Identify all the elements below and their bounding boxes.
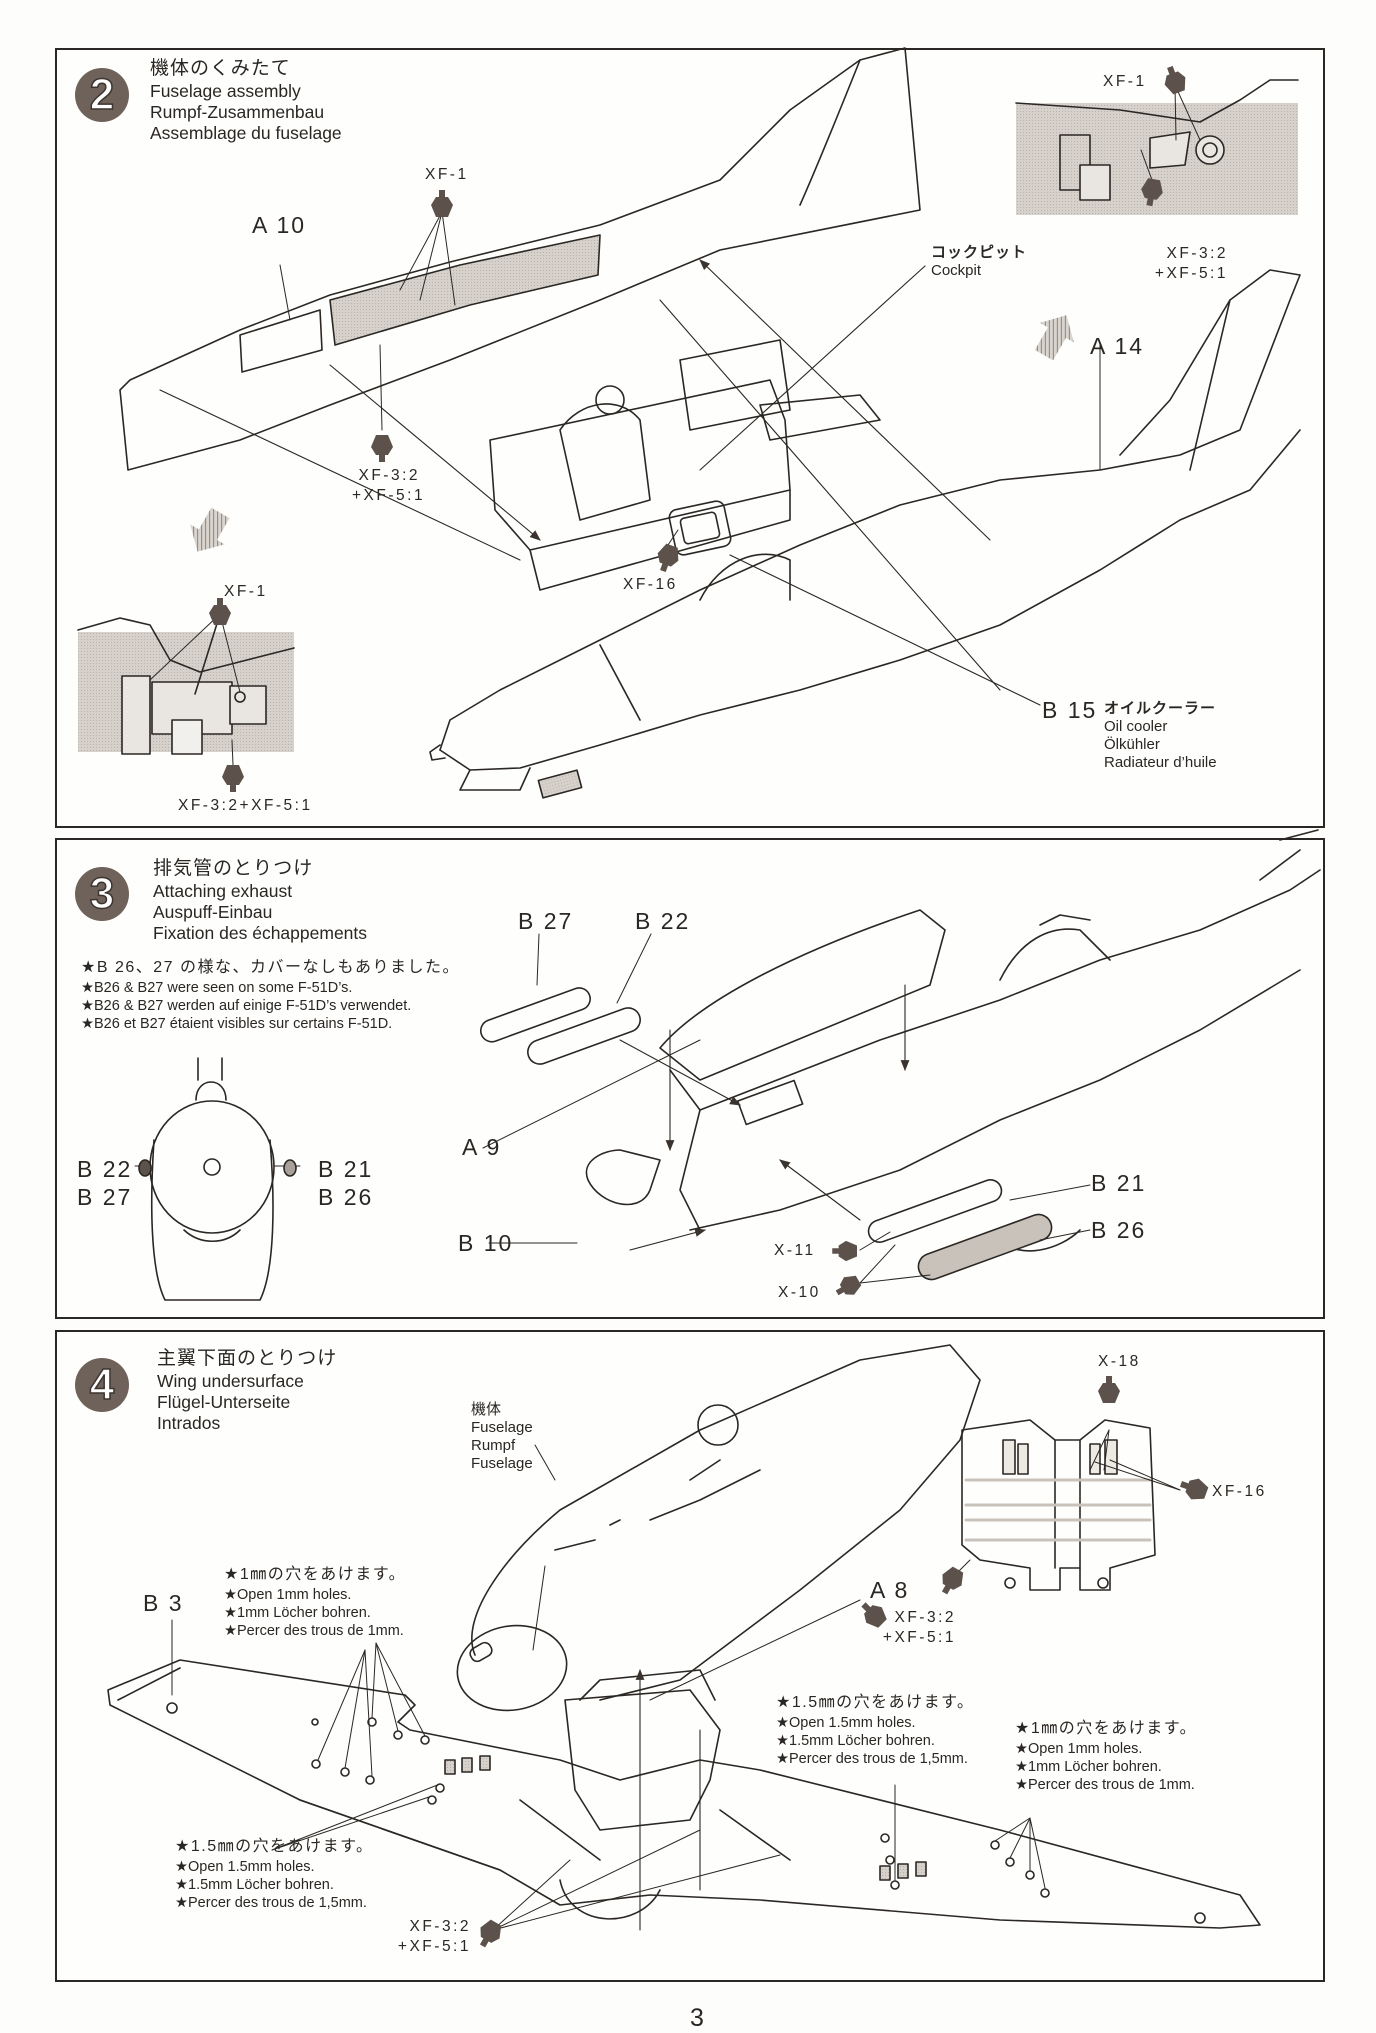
step-3-title-jp: 排気管のとりつけ — [153, 858, 314, 879]
hole-note-jp: ★1.5㎜の穴をあけます。 — [175, 1838, 374, 1855]
oil-cooler-label-fr: Radiateur d’huile — [1104, 754, 1217, 771]
inset-paint-callout-xf1: XF-1 — [1103, 73, 1147, 90]
step-2-title: 機体のくみたて Fuselage assembly Rumpf-Zusammen… — [150, 58, 342, 144]
step-3-title: 排気管のとりつけ Attaching exhaust Auspuff-Einba… — [153, 858, 367, 944]
hole-note-de: ★1.5mm Löcher bohren. — [776, 1733, 935, 1749]
cockpit-label-jp: コックピット — [931, 244, 1028, 261]
part-label-a8: A 8 — [870, 1577, 910, 1603]
hole-note-fr: ★Percer des trous de 1,5mm. — [776, 1751, 968, 1767]
hole-note-de: ★1mm Löcher bohren. — [1015, 1759, 1162, 1775]
hole-note-1mm-left: ★1㎜の穴をあけます。 ★Open 1mm holes. ★1mm Löcher… — [224, 1564, 406, 1640]
paint-callout-xf3-xf5-bottom: XF-3:2 +XF-5:1 — [385, 1917, 471, 1957]
part-label-a9: A 9 — [462, 1134, 502, 1160]
fuselage-label-fr: Fuselage — [471, 1455, 533, 1472]
cockpit-label-en: Cockpit — [931, 262, 982, 279]
a8-paint-mix-line-1: XF-3:2 — [894, 1609, 956, 1626]
part-label-b27: B 27 — [518, 908, 574, 934]
part-label-b15: B 15 — [1042, 697, 1098, 723]
step-4-title-de: Flügel-Unterseite — [157, 1392, 291, 1412]
hole-note-fr: ★Percer des trous de 1,5mm. — [175, 1895, 367, 1911]
bottom-paint-mix-line-1: XF-3:2 — [409, 1918, 471, 1935]
step-3-title-en: Attaching exhaust — [153, 881, 293, 901]
front-view-left-labels: B 22 B 27 — [77, 1155, 132, 1211]
hole-note-de: ★1.5mm Löcher bohren. — [175, 1877, 334, 1893]
part-label-a14: A 14 — [1090, 333, 1145, 359]
oil-cooler-label: オイルクーラー Oil cooler Ölkühler Radiateur d’… — [1104, 700, 1217, 772]
step-4-title: 主翼下面のとりつけ Wing undersurface Flügel-Unter… — [157, 1348, 337, 1434]
paint-callout-xf3-xf5-a8: XF-3:2 +XF-5:1 — [870, 1608, 956, 1648]
hole-note-jp: ★1㎜の穴をあけます。 — [224, 1566, 407, 1583]
hole-note-en: ★Open 1mm holes. — [1015, 1741, 1143, 1757]
step-4-title-fr: Intrados — [157, 1413, 221, 1433]
variant-note-de: ★B26 & B27 werden auf einige F-51D’s ver… — [81, 998, 412, 1014]
variant-note-fr: ★B26 et B27 étaient visibles sur certain… — [81, 1016, 393, 1032]
fuselage-label: 機体 Fuselage Rumpf Fuselage — [471, 1401, 533, 1473]
inset-paint-mix-line-1: XF-3:2 — [1166, 245, 1228, 262]
step-4-title-jp: 主翼下面のとりつけ — [157, 1348, 338, 1369]
fuselage-label-en: Fuselage — [471, 1419, 533, 1436]
page-number: 3 — [690, 2004, 704, 2032]
cockpit-label: コックピット Cockpit — [931, 244, 1027, 280]
step-2-title-fr: Assemblage du fuselage — [150, 123, 342, 143]
inset2-paint-callout-xf3-xf5: XF-3:2+XF-5:1 — [178, 797, 313, 814]
part-label-b27-front: B 27 — [77, 1184, 133, 1210]
bottom-paint-mix-line-2: +XF-5:1 — [397, 1938, 471, 1955]
hole-note-1mm-right: ★1㎜の穴をあけます。 ★Open 1mm holes. ★1mm Löcher… — [1015, 1718, 1197, 1794]
variant-note-en: ★B26 & B27 were seen on some F-51D’s. — [81, 980, 353, 996]
front-view-right-labels: B 21 B 26 — [318, 1155, 373, 1211]
a8-paint-mix-line-2: +XF-5:1 — [882, 1629, 956, 1646]
paint-callout-xf16-wheelwell: XF-16 — [1212, 1483, 1267, 1500]
hole-note-1-5mm-center: ★1.5㎜の穴をあけます。 ★Open 1.5mm holes. ★1.5mm … — [776, 1692, 975, 1768]
hole-note-fr: ★Percer des trous de 1mm. — [1015, 1777, 1195, 1793]
step-4-title-en: Wing undersurface — [157, 1371, 304, 1391]
part-label-b21: B 21 — [1091, 1170, 1147, 1196]
step-2-title-en: Fuselage assembly — [150, 81, 301, 101]
paint-mix-line-1: XF-3:2 — [358, 467, 420, 484]
inset2-paint-callout-xf1: XF-1 — [224, 583, 268, 600]
oil-cooler-label-de: Ölkühler — [1104, 736, 1160, 753]
hole-note-en: ★Open 1.5mm holes. — [175, 1859, 315, 1875]
hole-note-en: ★Open 1.5mm holes. — [776, 1715, 916, 1731]
step-3-variant-note: ★B 26、27 の様な、カバーなしもありました。 ★B26 & B27 wer… — [81, 957, 460, 1033]
step-3-number-badge: 3 — [75, 867, 129, 921]
step-3-title-fr: Fixation des échappements — [153, 923, 368, 943]
oil-cooler-label-jp: オイルクーラー — [1104, 700, 1217, 717]
hole-note-en: ★Open 1mm holes. — [224, 1587, 352, 1603]
paint-callout-x18: X-18 — [1098, 1353, 1141, 1370]
paint-callout-xf3-xf5: XF-3:2 +XF-5:1 — [352, 466, 426, 506]
paint-mix-line-2: +XF-5:1 — [352, 487, 426, 504]
variant-note-jp: ★B 26、27 の様な、カバーなしもありました。 — [81, 959, 461, 976]
paint-callout-xf16: XF-16 — [623, 576, 678, 593]
paint-callout-x11: X-11 — [774, 1242, 816, 1259]
hole-note-1-5mm-left: ★1.5㎜の穴をあけます。 ★Open 1.5mm holes. ★1.5mm … — [175, 1836, 374, 1912]
oil-cooler-label-en: Oil cooler — [1104, 718, 1168, 735]
paint-callout-x10: X-10 — [778, 1284, 821, 1301]
part-label-b21-front: B 21 — [318, 1156, 374, 1182]
inset-paint-mix-line-2: +XF-5:1 — [1154, 265, 1228, 282]
part-label-b3: B 3 — [143, 1590, 184, 1616]
part-label-a10: A 10 — [252, 212, 307, 238]
step-2-title-jp: 機体のくみたて — [150, 58, 291, 79]
hole-note-de: ★1mm Löcher bohren. — [224, 1605, 371, 1621]
part-label-b10: B 10 — [458, 1230, 514, 1256]
fuselage-label-de: Rumpf — [471, 1437, 516, 1454]
hole-note-fr: ★Percer des trous de 1mm. — [224, 1623, 404, 1639]
paint-callout-xf1: XF-1 — [425, 166, 469, 183]
step-2-title-de: Rumpf-Zusammenbau — [150, 102, 325, 122]
inset-paint-callout-xf3-xf5: XF-3:2 +XF-5:1 — [1140, 244, 1228, 284]
part-label-b26: B 26 — [1091, 1217, 1147, 1243]
step-3-title-de: Auspuff-Einbau — [153, 902, 273, 922]
hole-note-jp: ★1.5㎜の穴をあけます。 — [776, 1694, 975, 1711]
part-label-b22-front: B 22 — [77, 1156, 133, 1182]
part-label-b22: B 22 — [635, 908, 691, 934]
step-2-number-badge: 2 — [75, 68, 129, 122]
step-4-number-badge: 4 — [75, 1358, 129, 1412]
part-label-b26-front: B 26 — [318, 1184, 374, 1210]
hole-note-jp: ★1㎜の穴をあけます。 — [1015, 1720, 1198, 1737]
fuselage-label-jp: 機体 — [471, 1401, 502, 1418]
